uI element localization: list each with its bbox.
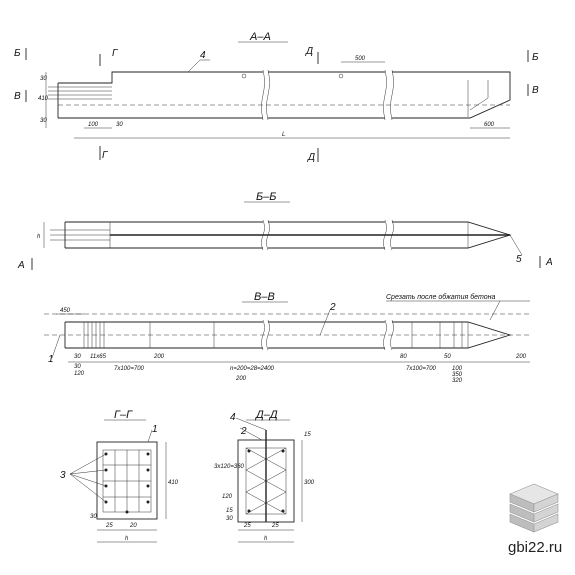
dim-aa-left2: 410	[38, 96, 49, 102]
section-dd-title: Д–Д	[254, 409, 278, 421]
callout-2-dd: 2	[240, 426, 247, 437]
dim-dd-30: 30	[226, 516, 233, 522]
dim-dd-25b: 25	[271, 523, 279, 529]
cut-v-right: В	[532, 85, 539, 96]
dim-vv-320: 320	[452, 378, 463, 384]
dim-aa-L: L	[282, 132, 285, 138]
dim-aa-left1: 30	[40, 76, 47, 82]
dim-vv-100: 100	[452, 366, 463, 372]
dim-vv-350: 350	[452, 372, 463, 378]
dim-dd-15top: 15	[304, 432, 311, 438]
dim-aa-30: 30	[116, 122, 123, 128]
dim-dd-stack: 3х120=360	[214, 464, 245, 470]
dim-vv-120: 120	[74, 371, 85, 377]
callout-4-aa: 4	[200, 50, 206, 61]
section-vv-title: В–В	[254, 291, 275, 303]
dim-aa-500: 500	[355, 56, 366, 62]
dim-vv-450: 450	[60, 308, 71, 314]
cut-d-top: Д	[305, 46, 313, 57]
callout-3: 3	[60, 470, 66, 481]
dim-gg-20: 20	[129, 523, 137, 529]
section-gg-title: Г–Г	[114, 409, 133, 421]
dim-vv-50: 50	[444, 354, 451, 360]
section-bb: Б–Б h А А 5	[17, 191, 553, 271]
dim-vv-11: 11x65	[90, 354, 107, 360]
dim-vv-30b: 30	[74, 364, 81, 370]
section-aa-title: А–А	[249, 31, 271, 43]
cut-b-left: Б	[14, 48, 21, 59]
cut-d-bottom: Д	[307, 152, 315, 163]
section-aa: А–А 30 410 30 100 30 L	[14, 31, 539, 163]
section-vv: В–В Срезать после обжатия бетона 450	[44, 291, 530, 384]
dim-vv-pitch-left: 7x100=700	[114, 366, 145, 372]
dim-aa-left3: 30	[40, 118, 47, 124]
cut-v-left: В	[14, 91, 21, 102]
dim-dd-300: 300	[304, 480, 315, 486]
cut-g-top: Г	[112, 48, 119, 59]
dim-dd-15: 15	[226, 508, 233, 514]
dim-bb-h: h	[37, 234, 41, 240]
note-cut-after-compression: Срезать после обжатия бетона	[386, 293, 495, 301]
dim-vv-80: 80	[400, 354, 407, 360]
watermark-text: gbi22.ru	[508, 539, 562, 556]
callout-4-dd: 4	[230, 412, 236, 423]
dim-gg-30: 30	[90, 514, 97, 520]
callout-2-vv: 2	[329, 302, 336, 313]
dim-vv-200b: 200	[515, 354, 527, 360]
cut-b-right: Б	[532, 52, 539, 63]
dim-gg-h: h	[125, 536, 129, 542]
cut-g-bottom: Г	[102, 150, 109, 161]
section-dd: Д–Д 15 300 3х120=360 120 15 25 25 30 h 2…	[214, 409, 315, 543]
section-gg: Г–Г 410 25 20 30 h 1 3	[60, 409, 179, 543]
callout-1-vv: 1	[48, 354, 54, 365]
dim-gg-25: 25	[105, 523, 113, 529]
dim-vv-pitch-right: 7x100=700	[406, 366, 437, 372]
dim-dd-h: h	[264, 536, 268, 542]
watermark-logo	[509, 483, 559, 533]
dim-vv-200a: 200	[153, 354, 165, 360]
dim-vv-mid: n=200=28=2400	[230, 366, 275, 372]
cut-a-left: А	[17, 260, 25, 271]
dim-vv-200c: 200	[235, 376, 247, 382]
dim-dd-25a: 25	[243, 523, 251, 529]
callout-5: 5	[516, 254, 522, 265]
cut-a-right: А	[545, 257, 553, 268]
dim-aa-600: 600	[484, 122, 495, 128]
dim-dd-120: 120	[222, 494, 233, 500]
dim-gg-410: 410	[168, 480, 179, 486]
section-bb-title: Б–Б	[256, 191, 276, 203]
callout-1-gg: 1	[152, 424, 158, 435]
dim-vv-30a: 30	[74, 354, 81, 360]
dim-aa-100: 100	[88, 122, 99, 128]
